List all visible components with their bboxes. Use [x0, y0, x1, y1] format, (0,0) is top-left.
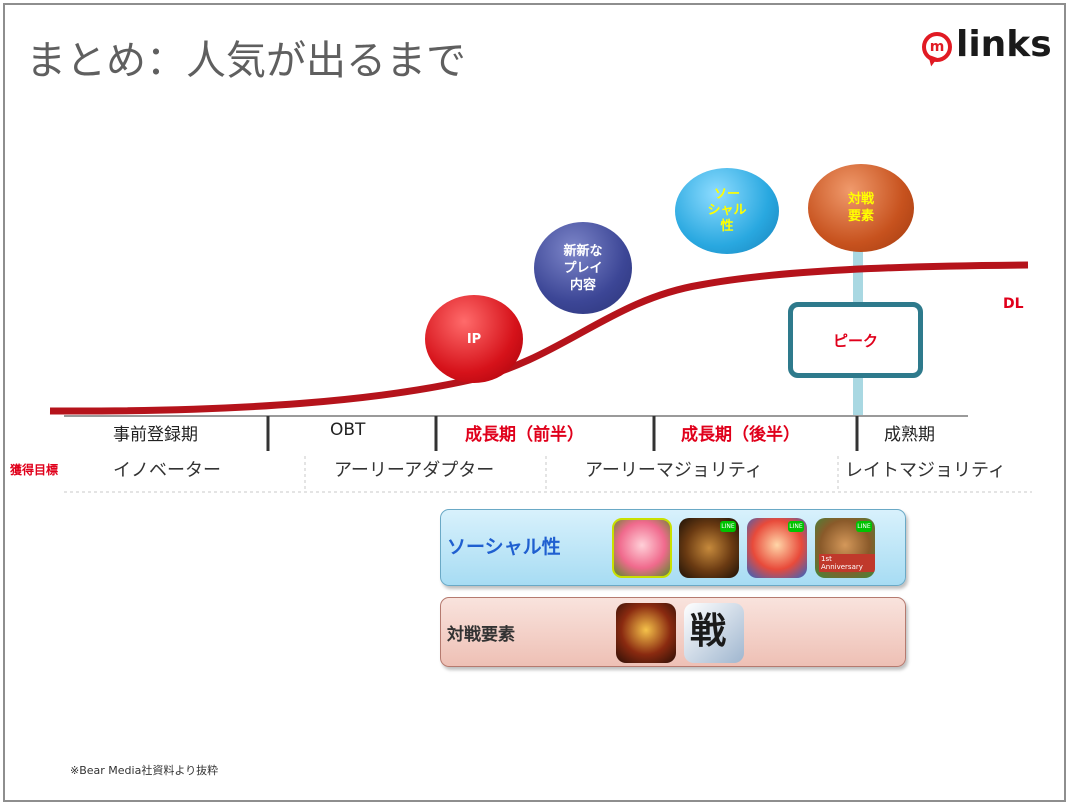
- brown-bear-game-icon[interactable]: LINE: [679, 518, 739, 578]
- dl-curve: [49, 261, 1029, 415]
- clash-game-icon[interactable]: [616, 603, 676, 663]
- social-panel-label: ソーシャル性: [447, 536, 561, 558]
- phase-pre-registration: 事前登録期: [113, 425, 198, 445]
- phase-obt: OBT: [330, 420, 366, 440]
- ip-bubble: IP: [425, 295, 523, 383]
- line-badge-icon: LINE: [720, 521, 736, 532]
- logo-text: links: [956, 24, 1052, 65]
- peak-label: ピーク: [832, 331, 878, 350]
- line-badge-icon: LINE: [788, 521, 804, 532]
- battle-panel-label: 対戦要素: [447, 625, 515, 645]
- phase-maturity: 成熟期: [884, 425, 935, 445]
- battle-bubble-line: 対戦: [847, 192, 874, 207]
- dl-curve-label: DL: [1003, 296, 1024, 312]
- links-logo: m links: [922, 24, 1057, 74]
- social-bubble-line: 性: [720, 219, 734, 234]
- battle-bubble-line: 要素: [847, 209, 874, 224]
- anniversary-badge: 1st Anniversary: [819, 554, 875, 572]
- line-badge-icon: LINE: [856, 521, 872, 532]
- new-play-line: 内容: [569, 277, 596, 293]
- footnote: ※Bear Media社資料より抜粋: [70, 764, 219, 777]
- new-play-line: プレイ: [563, 260, 603, 276]
- new-play-bubble: 新新な プレイ 内容: [534, 222, 632, 314]
- phase-growth-first-half: 成長期（前半）: [465, 425, 584, 445]
- brown-farm-game-icon[interactable]: LINE 1st Anniversary: [815, 518, 875, 578]
- adopter-early-majority: アーリーマジョリティ: [585, 460, 763, 481]
- social-bubble-line: シャル: [707, 203, 747, 218]
- kanji-glyph: 戦: [690, 611, 727, 652]
- new-play-line: 新新な: [563, 243, 603, 259]
- battle-bubble: 対戦 要素: [808, 164, 914, 252]
- phase-growth-second-half: 成長期（後半）: [681, 425, 800, 445]
- social-panel: ソーシャル性 LINE LINE LINE 1st Anniversary: [440, 509, 906, 586]
- peak-box: ピーク: [788, 302, 923, 378]
- slide-title: まとめ：人気が出るまで: [26, 38, 466, 84]
- adopter-late-majority: レイトマジョリティ: [845, 460, 1006, 481]
- pig-game-icon[interactable]: [612, 518, 672, 578]
- adopter-innovators: イノベーター: [113, 460, 221, 481]
- hero-game-icon[interactable]: LINE: [747, 518, 807, 578]
- ip-bubble-label: IP: [466, 331, 482, 347]
- slide-frame: [3, 3, 1066, 802]
- kanji-game-icon[interactable]: 戦: [684, 603, 744, 663]
- social-bubble-line: ソー: [713, 187, 740, 202]
- social-bubble: ソー シャル 性: [675, 168, 779, 254]
- adopter-early-adopters: アーリーアダプター: [334, 460, 495, 481]
- battle-panel: 対戦要素 戦: [440, 597, 906, 667]
- target-label: 獲得目標: [10, 463, 59, 477]
- logo-mark-icon: m: [922, 32, 952, 62]
